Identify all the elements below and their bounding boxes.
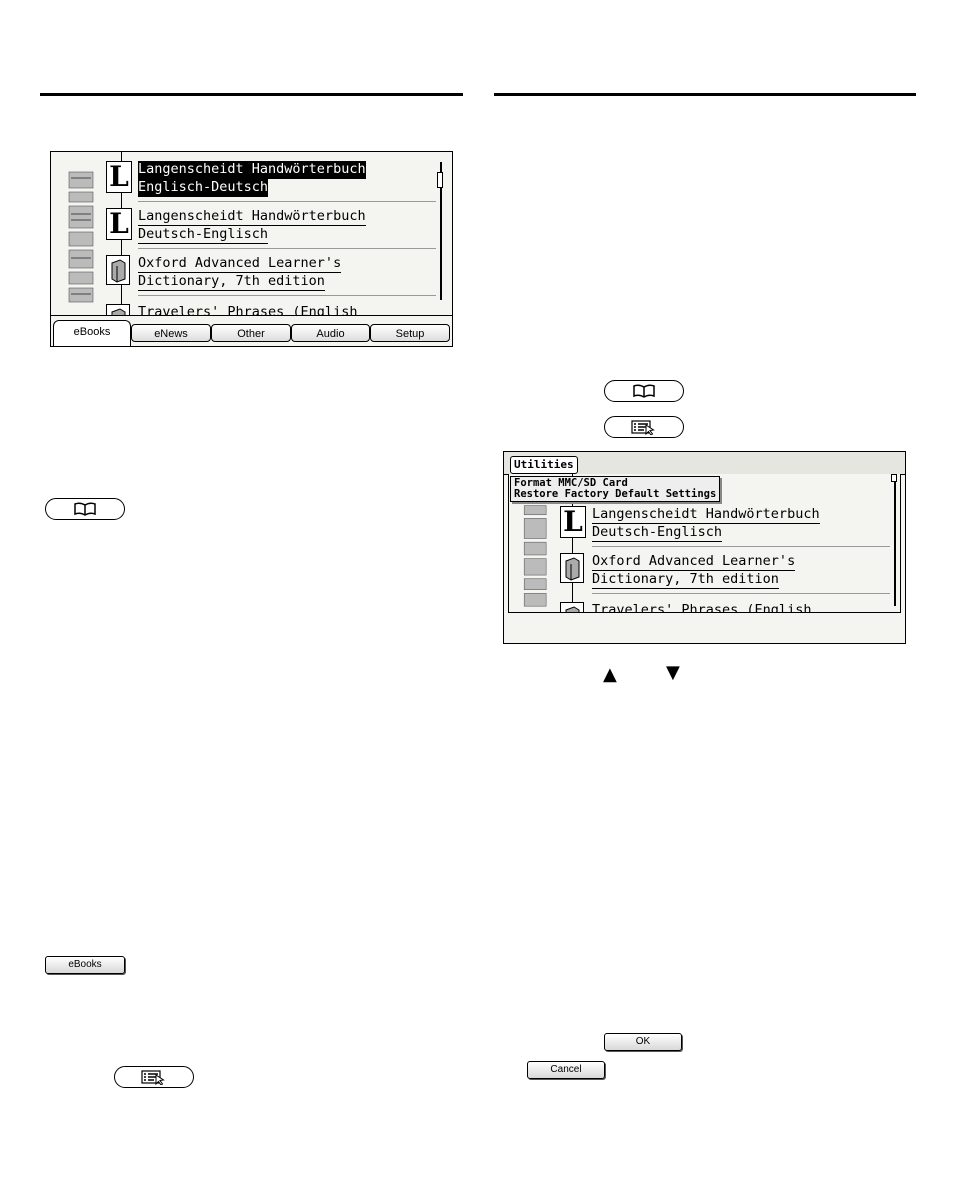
entry-title-line1: Langenscheidt Handwörterbuch	[138, 161, 366, 179]
tab-ebooks[interactable]: eBooks	[53, 320, 131, 346]
tab-other[interactable]: Other	[211, 324, 291, 342]
franklin-logo-graphic	[68, 171, 94, 303]
entry-title-line1: Langenscheidt Handwörterbuch	[592, 506, 820, 524]
entry-title-line2: Englisch-Deutsch	[138, 179, 269, 197]
utilities-screen: Utilities L Langenscheidt Handwörterbuch…	[503, 451, 906, 644]
entry-title-line2: Dictionary, 7th edition	[138, 273, 325, 291]
utilities-dropdown: Format MMC/SD Card Restore Factory Defau…	[510, 476, 721, 502]
entry-separator	[592, 593, 890, 594]
scrollbar-thumb[interactable]	[437, 172, 443, 188]
tab-bar: eBooks eNews Other Audio Setup	[51, 315, 452, 346]
ok-button[interactable]: OK	[604, 1033, 682, 1051]
menu-key-button[interactable]	[604, 416, 684, 438]
book-key-button[interactable]	[604, 380, 684, 402]
menu-key-button[interactable]	[114, 1066, 194, 1088]
entry-separator	[138, 201, 436, 202]
open-book-icon	[633, 384, 655, 398]
menu-pointer-icon	[141, 1070, 165, 1085]
entry-title-line1: Langenscheidt Handwörterbuch	[138, 208, 366, 226]
tab-enews[interactable]: eNews	[131, 324, 211, 342]
menu-item-format-card[interactable]: Format MMC/SD Card	[514, 477, 628, 489]
entry-title-line1: Oxford Advanced Learner's	[592, 553, 796, 571]
up-arrow-icon: ▲	[603, 664, 617, 685]
book-icon-graphic	[560, 602, 584, 612]
franklin-logo	[67, 164, 99, 304]
list-divider	[572, 474, 573, 612]
entry-separator	[592, 546, 890, 547]
menu-bar: Utilities	[504, 452, 905, 475]
entry-separator	[138, 248, 436, 249]
langenscheidt-l-icon: L	[106, 161, 132, 193]
langenscheidt-l-icon: L	[560, 506, 586, 538]
book-icon-graphic	[560, 553, 584, 583]
cancel-button[interactable]: Cancel	[527, 1061, 605, 1079]
tab-setup[interactable]: Setup	[370, 324, 450, 342]
entry-title-line1: Travelers' Phrases (English	[138, 304, 357, 318]
book-icon	[106, 255, 130, 285]
book-icon	[560, 602, 584, 612]
ebooks-button[interactable]: eBooks	[45, 956, 125, 974]
tab-audio[interactable]: Audio	[291, 324, 370, 342]
scrollbar[interactable]	[440, 162, 442, 300]
utilities-menu[interactable]: Utilities	[510, 456, 578, 474]
book-key-button[interactable]	[45, 498, 125, 520]
book-icon-graphic	[106, 255, 130, 285]
scrollbar[interactable]	[894, 480, 896, 606]
entry-separator	[138, 295, 436, 296]
entry-title-line1: Oxford Advanced Learner's	[138, 255, 342, 273]
list-item[interactable]: Travelers' Phrases (English	[560, 594, 890, 612]
scrollbar-thumb[interactable]	[891, 474, 897, 482]
entry-title-line2: Dictionary, 7th edition	[592, 571, 779, 589]
menu-item-restore-defaults[interactable]: Restore Factory Default Settings	[514, 488, 717, 500]
langenscheidt-l-icon: L	[106, 208, 132, 240]
down-arrow-icon: ▼	[666, 662, 680, 683]
open-book-icon	[74, 502, 96, 516]
entry-title-line1: Travelers' Phrases (English	[592, 602, 811, 612]
entry-title-line2: Deutsch-Englisch	[138, 226, 269, 244]
left-header-rule	[40, 93, 463, 96]
right-header-rule	[494, 93, 916, 96]
book-icon	[560, 553, 584, 583]
menu-pointer-icon	[631, 420, 655, 435]
entry-title-line2: Deutsch-Englisch	[592, 524, 723, 542]
